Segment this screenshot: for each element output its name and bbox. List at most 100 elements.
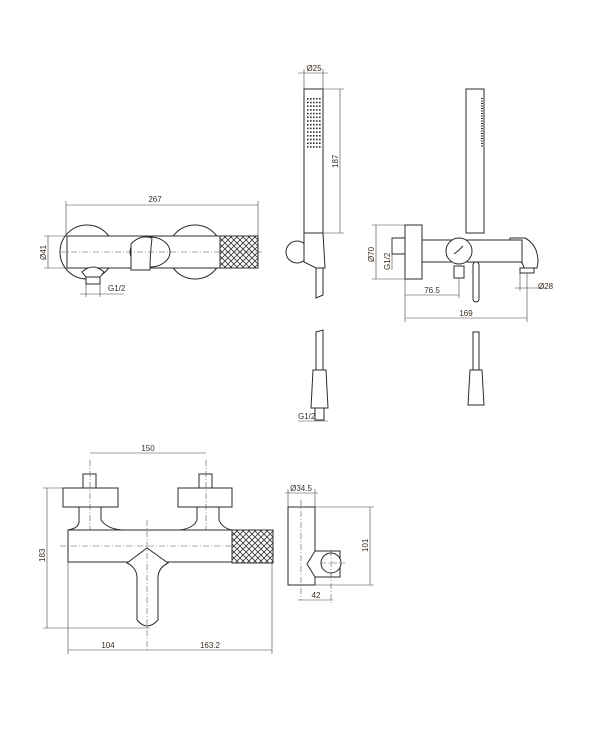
nozzle-dot — [307, 105, 309, 107]
nozzle-dot — [310, 105, 312, 107]
nozzle-dot — [313, 138, 315, 141]
nozzle-dot — [313, 112, 315, 115]
dimension-diameter: Ø34.5 — [290, 484, 312, 493]
nozzle-dot — [310, 135, 312, 137]
hand-shower-side — [465, 88, 485, 234]
hose-top — [315, 267, 324, 299]
nozzle-dot — [319, 116, 321, 119]
nozzle-dot — [307, 120, 309, 122]
inlet-connector — [85, 276, 101, 285]
hose-bottom-side — [472, 331, 480, 371]
nozzle-dot — [310, 109, 312, 111]
control-dial — [445, 237, 473, 265]
nozzle-dot — [310, 138, 312, 141]
dimension-length: 187 — [331, 154, 340, 168]
shower-nozzles — [307, 98, 321, 148]
nozzle-dot — [319, 120, 321, 122]
hand-shower-view: Ø25 187 G1/2 — [285, 64, 344, 422]
nozzle-dot — [316, 123, 318, 126]
nozzle-dot — [310, 127, 312, 130]
dimension-spout-diameter: Ø28 — [538, 282, 554, 291]
nozzle-dot — [307, 127, 309, 130]
nozzle-dot — [319, 142, 321, 144]
nozzle-dot — [310, 120, 312, 122]
nozzle-dot — [319, 105, 321, 107]
nozzle-dot — [316, 112, 318, 115]
holder-view: Ø34.5 101 42 — [285, 484, 374, 605]
side-view: Ø70 G1/2 76.5 169 Ø28 — [367, 88, 554, 406]
hose-bottom — [315, 329, 324, 371]
dimension-inlet: G1/2 — [383, 252, 392, 270]
dimension-thread: G1/2 — [298, 412, 316, 421]
nozzle-dot — [316, 138, 318, 141]
dimension-left-offset: 104 — [101, 641, 115, 650]
dimension-centers: 150 — [141, 444, 155, 453]
wall-plate — [404, 224, 423, 280]
eccentric-right — [198, 473, 213, 489]
nozzle-dot — [313, 98, 315, 100]
dimension-inlet: G1/2 — [108, 284, 126, 293]
nozzle-dot — [313, 146, 315, 148]
nozzle-dot — [316, 109, 318, 111]
holder-body — [287, 506, 316, 586]
dimension-diameter: Ø25 — [306, 64, 322, 73]
nozzle-dot — [313, 101, 315, 104]
hose-side — [472, 261, 480, 303]
nozzle-dot — [307, 98, 309, 100]
nozzle-dot — [310, 101, 312, 104]
diverter-knob — [130, 236, 153, 271]
nozzle-dot — [319, 101, 321, 104]
nozzle-dot — [307, 135, 309, 137]
nozzle-dot — [310, 146, 312, 148]
nozzle-dot — [307, 101, 309, 104]
bottom-view: 150 183 104 163.2 — [38, 444, 274, 654]
nozzle-dot — [316, 120, 318, 122]
eccentric-left — [82, 473, 97, 489]
spout — [126, 547, 169, 627]
hose-cone-side — [467, 369, 485, 406]
nozzle-dot — [319, 138, 321, 141]
inlet-connector — [453, 265, 465, 279]
nozzle-dot — [307, 109, 309, 111]
dimension-height: 183 — [38, 548, 47, 562]
hose-connector — [314, 407, 325, 421]
nozzle-dot — [316, 146, 318, 148]
nozzle-dot — [319, 131, 321, 133]
nozzle-dot — [310, 123, 312, 126]
dimension-plate-diameter: Ø70 — [367, 246, 376, 262]
nozzle-dot — [313, 105, 315, 107]
nozzle-dot — [313, 131, 315, 133]
inlet-nut — [81, 266, 105, 278]
nozzle-dot — [319, 123, 321, 126]
dimension-depth-inlet: 76.5 — [424, 286, 440, 295]
nozzle-dot — [307, 116, 309, 119]
nozzle-dot — [313, 123, 315, 126]
body-bridge — [67, 506, 233, 531]
nozzle-dot — [313, 142, 315, 144]
front-view: 267 Ø41 G1/2 — [39, 195, 262, 297]
flange-left — [62, 487, 119, 508]
nozzle-dot — [313, 120, 315, 122]
nozzle-dot — [319, 146, 321, 148]
nozzle-dot — [316, 127, 318, 130]
nozzle-dot — [310, 112, 312, 115]
nozzle-dot — [319, 109, 321, 111]
nozzle-dot — [310, 131, 312, 133]
nozzle-dot — [307, 146, 309, 148]
nozzle-dot — [319, 135, 321, 137]
dimension-total-depth: 169 — [459, 309, 473, 318]
dimension-width: 267 — [148, 195, 162, 204]
nozzle-dot — [307, 123, 309, 126]
dimension-right-offset: 163.2 — [200, 641, 221, 650]
nozzle-dot — [316, 135, 318, 137]
nozzle-dot — [313, 127, 315, 130]
spout-outlet — [519, 267, 535, 274]
dimension-offset: 42 — [312, 591, 321, 600]
hose-cone — [310, 369, 329, 409]
holder-bracket — [303, 232, 326, 269]
nozzle-dot — [319, 112, 321, 115]
nozzle-dot — [316, 142, 318, 144]
nozzle-dot — [319, 98, 321, 100]
nozzle-dot — [313, 116, 315, 119]
